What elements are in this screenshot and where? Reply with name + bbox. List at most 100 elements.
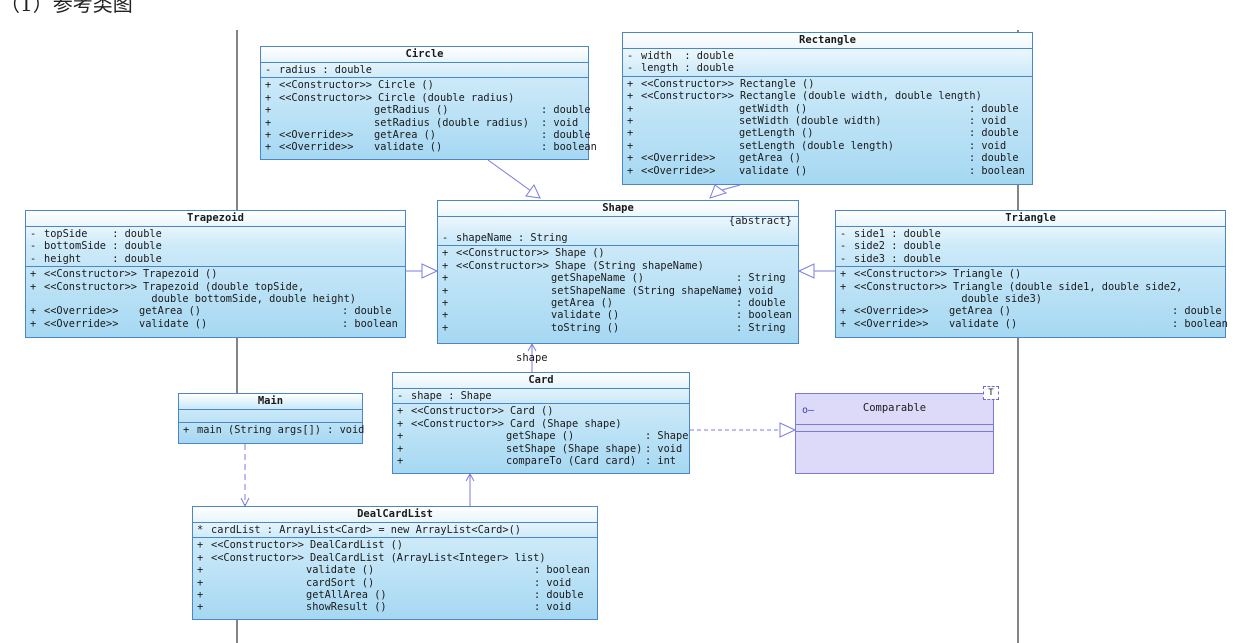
operation-signature: Triangle (double side1, double side2, (953, 280, 1183, 293)
operation-return-type: : double (1172, 305, 1222, 318)
operation-row: +validate (): boolean (193, 564, 597, 576)
attributes-section: -shapeName : String (438, 231, 798, 247)
operation-return-type: : boolean (969, 164, 1025, 177)
attributes-section: -topSide : double-bottomSide : double-he… (26, 227, 405, 268)
operation-stereotype: <<Override>> (44, 305, 119, 318)
visibility-marker: + (265, 116, 272, 129)
visibility-marker: + (197, 588, 204, 601)
operation-return-type: : void (736, 284, 774, 297)
class-trapezoid[interactable]: Trapezoid-topSide : double-bottomSide : … (25, 210, 406, 338)
operation-signature: DealCardList () (310, 539, 403, 552)
visibility-marker: + (265, 128, 272, 141)
operation-row: +main (String args[]) : void (179, 424, 364, 436)
visibility-marker: + (197, 576, 204, 589)
operation-stereotype: <<Constructor>> (456, 259, 549, 272)
class-card[interactable]: Card-shape : Shape+<<Constructor>>Card (… (392, 372, 690, 474)
operation-row: +getRadius (): double (261, 104, 591, 117)
operation-row: double side3) (836, 293, 1225, 305)
attribute-text: length : double (641, 62, 734, 75)
visibility-marker: + (840, 280, 847, 293)
visibility-marker: + (627, 77, 634, 90)
operation-signature: getArea () (374, 128, 436, 141)
operations-section: +<<Constructor>>Rectangle ()+<<Construct… (623, 77, 1032, 178)
visibility-marker: + (265, 141, 272, 154)
visibility-marker: + (397, 417, 404, 430)
attribute-row: -radius : double (261, 64, 588, 76)
visibility-marker: + (840, 305, 847, 318)
operation-stereotype: <<Constructor>> (279, 91, 372, 104)
operation-row: +<<Constructor>>Rectangle (double width,… (623, 90, 1032, 102)
visibility-marker: + (30, 305, 37, 318)
operation-return-type: : double (969, 127, 1019, 140)
visibility-marker: - (627, 50, 634, 62)
operation-return-type: : boolean (342, 317, 398, 330)
operation-row: +getWidth (): double (623, 103, 1032, 115)
class-triangle[interactable]: Triangle-side1 : double-side2 : double-s… (835, 210, 1228, 338)
operation-signature: setRadius (double radius) (374, 116, 529, 129)
operation-return-type: : double (736, 296, 786, 309)
visibility-marker: + (627, 102, 634, 115)
operation-signature: getArea () (551, 296, 613, 309)
attribute-text: width : double (641, 50, 734, 62)
visibility-marker: - (840, 240, 847, 253)
operation-row: +<<Override>>getArea (): double (836, 305, 1225, 317)
operations-section: +main (String args[]) : void (179, 423, 364, 437)
operation-signature: Shape (String shapeName) (555, 259, 704, 272)
operation-stereotype: <<Constructor>> (411, 405, 504, 418)
operation-return-type: : double (969, 152, 1019, 165)
operation-return-type: : void (541, 116, 579, 129)
class-stereotype: {abstract} (728, 215, 792, 227)
attribute-row: -side3 : double (836, 253, 1225, 265)
operation-stereotype: <<Override>> (44, 317, 119, 330)
class-dealcardlist[interactable]: DealCardList*cardList : ArrayList<Card> … (192, 506, 598, 620)
class-shape[interactable]: Shape{abstract}-shapeName : String+<<Con… (437, 200, 799, 344)
operation-stereotype: <<Override>> (641, 164, 716, 177)
attribute-row: -side1 : double (836, 228, 1225, 240)
operations-section: +<<Constructor>>DealCardList ()+<<Constr… (193, 538, 597, 614)
visibility-marker: + (627, 152, 634, 165)
attribute-text: side1 : double (854, 228, 941, 240)
operation-row: +<<Override>>getArea (): double (261, 128, 591, 141)
operation-return-type: : void (969, 139, 1007, 152)
operation-row: +getShapeName (): String (438, 272, 798, 284)
operation-signature: getArea () (139, 305, 201, 318)
operation-stereotype: <<Constructor>> (211, 539, 304, 552)
visibility-marker: + (397, 405, 404, 418)
class-rectangle[interactable]: Rectangle-width : double-length : double… (622, 32, 1033, 185)
class-main[interactable]: Main+main (String args[]) : void (178, 393, 364, 444)
attributes-section: *cardList : ArrayList<Card> = new ArrayL… (193, 523, 597, 539)
visibility-marker: - (265, 64, 272, 76)
attribute-text: side3 : double (854, 252, 941, 265)
operation-row: +<<Constructor>>Triangle (double side1, … (836, 281, 1225, 293)
attribute-row: -width : double (623, 50, 1032, 62)
operations-section: +<<Constructor>>Shape ()+<<Constructor>>… (438, 246, 798, 335)
visibility-marker: + (442, 284, 449, 297)
operation-signature: getRadius () (374, 104, 449, 117)
class-name: Rectangle (623, 33, 1032, 49)
operations-section: +<<Constructor>>Card ()+<<Constructor>>C… (393, 404, 689, 468)
operation-signature: validate () (374, 141, 443, 154)
operation-return-type: : int (645, 454, 676, 467)
operation-signature: validate () (306, 564, 375, 577)
operation-signature: setShapeName (String shapeName) (551, 284, 744, 297)
interface-comparable[interactable]: o— Comparable (795, 393, 994, 474)
operation-signature: Card () (510, 405, 554, 418)
rectangle-shape-generalization (721, 184, 741, 191)
operation-signature: getArea () (949, 305, 1011, 318)
visibility-marker: - (627, 62, 634, 75)
operation-signature: Rectangle (double width, double length) (740, 90, 982, 103)
visibility-marker: + (442, 272, 449, 285)
class-circle[interactable]: Circle-radius : double+<<Constructor>>Ci… (260, 46, 597, 160)
attributes-section: -radius : double (261, 63, 588, 79)
visibility-marker: + (442, 321, 449, 334)
operation-row: +getLength (): double (623, 127, 1032, 139)
operation-signature: compareTo (Card card) (506, 454, 637, 467)
generalization-arrowhead (525, 184, 541, 199)
operation-return-type: : double (534, 588, 584, 601)
interface-name: Comparable (862, 402, 927, 414)
operation-signature: Triangle () (953, 268, 1022, 281)
visibility-marker: + (442, 247, 449, 260)
operation-signature: validate () (551, 309, 620, 322)
operation-row: +compareTo (Card card): int (393, 455, 689, 467)
